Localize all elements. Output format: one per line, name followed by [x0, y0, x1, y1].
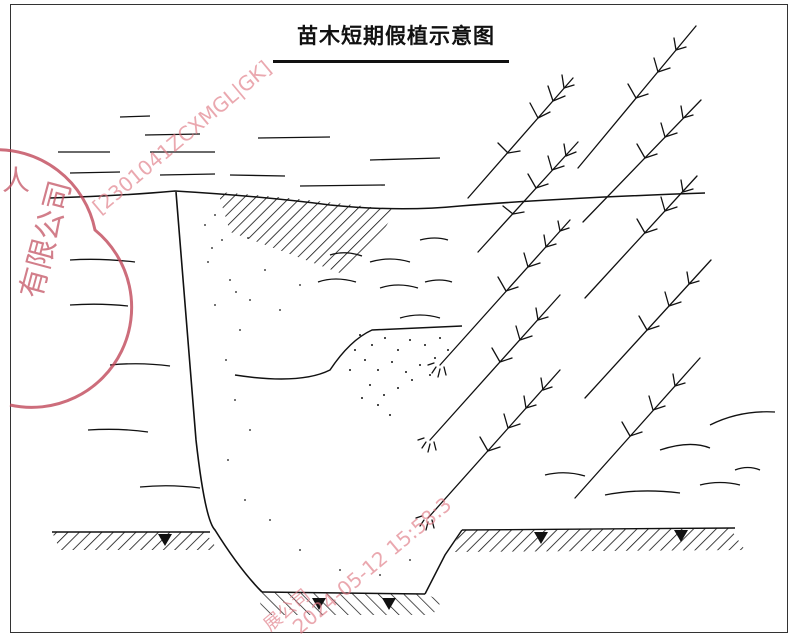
- stamp-partial-text: 人: [2, 164, 30, 197]
- seedling: [467, 74, 575, 199]
- seedling: [574, 357, 701, 499]
- seedling: [417, 294, 561, 453]
- watermark-timestamp-text: 2024-05-12 15:58:3: [288, 492, 456, 637]
- soil-strokes: [58, 115, 776, 496]
- covered-soil-hatch: [218, 192, 395, 275]
- seedling: [477, 141, 579, 253]
- seedlings: [415, 25, 712, 531]
- title-underline: [273, 60, 509, 63]
- base-ground-right: [450, 528, 745, 552]
- drain-markers: [158, 530, 688, 610]
- seedling: [582, 99, 702, 223]
- trench-right-wall: [424, 529, 463, 595]
- base-ground-left: [52, 532, 218, 550]
- title-text: 苗木短期假植示意图: [297, 24, 495, 48]
- fill-soil-boundary: [234, 325, 463, 380]
- seedling: [415, 369, 561, 531]
- seedling: [427, 219, 571, 378]
- watermark-diagonal-text: [2301041ZCXMGL|GK]: [88, 56, 276, 219]
- seedling: [577, 25, 697, 169]
- seedling: [584, 175, 698, 299]
- trench-bottom-hatch: [259, 592, 440, 615]
- stamp-ring: [0, 148, 134, 409]
- trench-left-wall: [175, 191, 263, 593]
- diagram-title: 苗木短期假植示意图: [0, 20, 794, 50]
- seedling: [584, 259, 712, 399]
- loose-soil-stipple: [204, 214, 449, 576]
